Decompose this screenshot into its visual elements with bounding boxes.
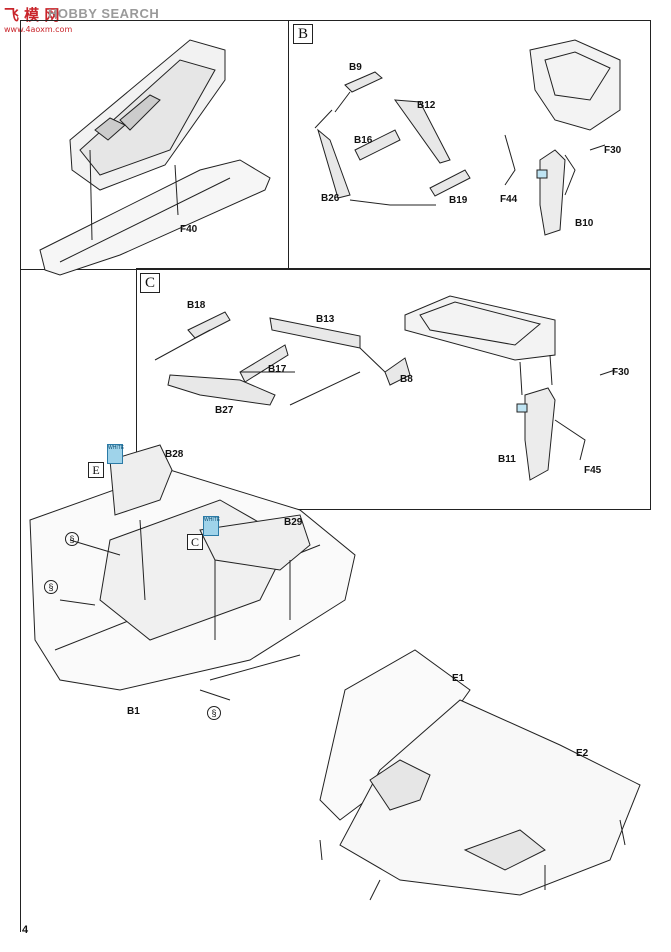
part-label-b9: B9 [349, 62, 362, 73]
step-a-frame [20, 20, 289, 270]
watermark-site: 飞 模 网 [4, 7, 60, 24]
cockpit-tub-drawing [69, 39, 226, 191]
part-label-b16: B16 [354, 135, 373, 146]
step-b-marker: B [293, 24, 313, 44]
part-label-f45: F45 [584, 465, 602, 476]
floor-f40-drawing [39, 159, 271, 276]
paint-chip-white-2: WHITE [203, 516, 220, 536]
callout-c-marker: C [187, 534, 203, 550]
glue-icon: § [207, 706, 221, 720]
step-c-frame [136, 268, 651, 510]
part-label-b29: B29 [284, 517, 303, 528]
part-label-e2: E2 [576, 748, 589, 759]
glue-icon: § [44, 580, 58, 594]
part-label-b27: B27 [215, 405, 234, 416]
step-c-marker: C [140, 273, 160, 293]
part-label-e1: E1 [452, 673, 465, 684]
page-number: 4 [22, 924, 29, 936]
part-label-b11: B11 [498, 454, 516, 465]
part-label-b28: B28 [165, 449, 184, 460]
watermark: 飞 模 网 www.4aoxm.com [4, 4, 72, 34]
watermark-overlay: HOBBY SEARCH [48, 6, 160, 21]
part-label-b10: B10 [575, 218, 594, 229]
wing-e1-e2-drawing [319, 649, 641, 901]
part-label-b26: B26 [321, 193, 340, 204]
step-b-frame-parts [314, 39, 621, 236]
part-label-b13: B13 [316, 314, 335, 325]
part-label-f44: F44 [500, 194, 518, 205]
paint-chip-white-1: WHITE [107, 444, 124, 464]
page-frame-left [20, 20, 651, 932]
part-label-b1: B1 [127, 706, 140, 717]
part-label-f30-c: F30 [612, 367, 630, 378]
part-label-f40: F40 [180, 224, 198, 235]
part-label-b18: B18 [187, 300, 206, 311]
part-label-b17: B17 [268, 364, 287, 375]
fuselage-floor-b1-drawing [29, 444, 356, 701]
part-label-b8: B8 [400, 374, 413, 385]
part-label-b19: B19 [449, 195, 468, 206]
watermark-url: www.4aoxm.com [4, 25, 73, 34]
part-label-b12: B12 [417, 100, 436, 111]
callout-e-marker: E [88, 462, 104, 478]
glue-icon: § [65, 532, 79, 546]
step-c-frame-parts [154, 295, 616, 481]
part-label-f30-b: F30 [604, 145, 622, 156]
